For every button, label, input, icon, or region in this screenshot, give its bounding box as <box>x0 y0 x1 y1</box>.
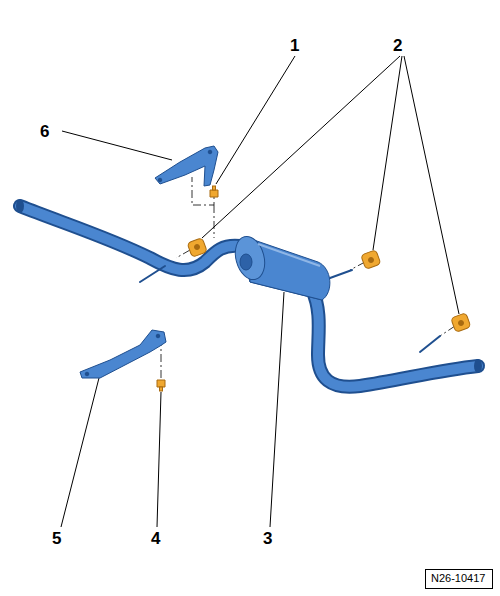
assembly-line <box>350 262 365 270</box>
leader-line <box>373 56 402 250</box>
callout-number: 4 <box>151 530 160 547</box>
leader-line <box>404 56 459 314</box>
callout-number: 3 <box>263 530 272 547</box>
pipe-end <box>16 199 24 213</box>
figure-number: N26-10417 <box>431 573 487 584</box>
exhaust-pipe <box>20 206 478 387</box>
pipe-end <box>474 359 482 373</box>
muffler <box>231 233 330 300</box>
rubber-mount <box>187 238 471 333</box>
leader-line <box>202 56 400 238</box>
leader-line <box>61 374 100 527</box>
assembly-line <box>176 250 190 258</box>
assembly-line <box>214 205 215 238</box>
figure-number-box: N26-10417 <box>425 569 493 589</box>
leader-line <box>270 292 284 527</box>
assembly-line <box>440 326 455 336</box>
assembly-line <box>161 345 162 378</box>
callout-number: 6 <box>40 123 49 140</box>
bracket <box>155 146 218 186</box>
leader-line <box>157 392 161 527</box>
callout-number: 5 <box>52 530 61 547</box>
callout-number: 1 <box>290 37 299 54</box>
leader-line <box>216 56 295 184</box>
leader-line <box>62 131 172 160</box>
bolt <box>157 186 218 391</box>
callout-number: 2 <box>393 37 402 54</box>
bracket <box>80 330 166 378</box>
